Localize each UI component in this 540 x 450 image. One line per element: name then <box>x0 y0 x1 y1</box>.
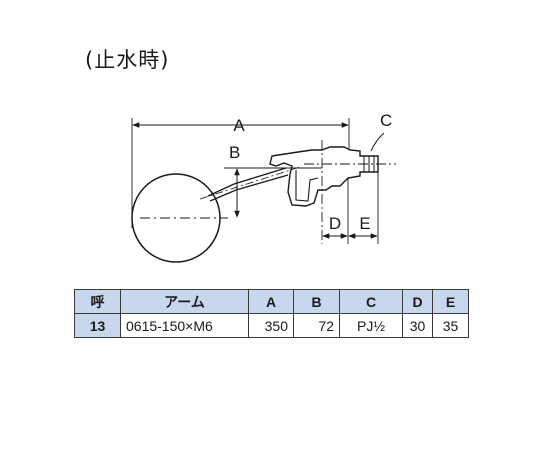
spec-table: 呼 アーム A B C D E 13 0615-150×M6 350 72 PJ… <box>74 289 469 338</box>
label-b: B <box>229 143 240 162</box>
float-valve-diagram: A B C D E <box>131 111 396 263</box>
header-d: D <box>402 289 433 314</box>
label-c: C <box>380 111 392 130</box>
label-d: D <box>329 214 341 233</box>
cell-c: PJ½ <box>339 313 403 338</box>
table-row: 13 0615-150×M6 350 72 PJ½ 30 35 <box>74 313 469 338</box>
label-c-leader <box>370 132 385 152</box>
header-arm: アーム <box>120 289 249 314</box>
caption: (止水時) <box>85 48 170 72</box>
float-arm <box>207 167 289 202</box>
arm-centerline <box>199 166 301 200</box>
label-a: A <box>233 116 245 135</box>
header-b: B <box>293 289 340 314</box>
cell-e: 35 <box>432 313 469 338</box>
cell-arm: 0615-150×M6 <box>120 313 249 338</box>
cell-d: 30 <box>402 313 433 338</box>
header-e: E <box>432 289 469 314</box>
spec-header-row: 呼 アーム A B C D E <box>74 289 469 314</box>
header-a: A <box>248 289 294 314</box>
valve-body <box>269 146 379 207</box>
cell-nominal: 13 <box>74 313 121 338</box>
valve-inner <box>295 170 319 202</box>
cell-b: 72 <box>293 313 340 338</box>
cell-a: 350 <box>248 313 294 338</box>
header-nominal: 呼 <box>74 289 121 314</box>
label-e: E <box>359 214 370 233</box>
header-c: C <box>339 289 403 314</box>
